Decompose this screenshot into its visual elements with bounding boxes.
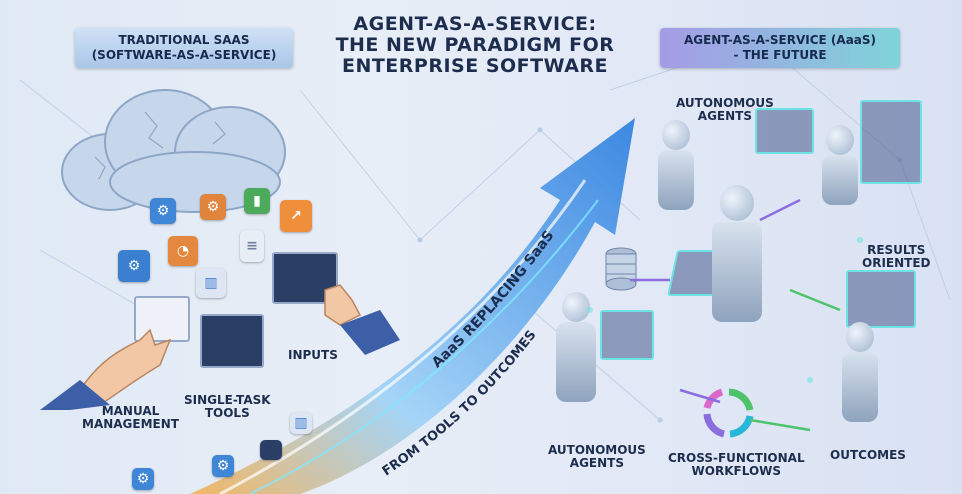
saas-header-line-2: (SOFTWARE-AS-A-SERVICE) (91, 48, 277, 62)
autonomous-agents-bottom-line-2: AGENTS (569, 456, 625, 471)
robot-body-5 (842, 352, 878, 422)
outcomes-label: OUTCOMES (830, 448, 906, 462)
page-title: AGENT-AS-A-SERVICE: THE NEW PARADIGM FOR… (310, 14, 640, 77)
aaas-header-line-1: AGENT-AS-A-SERVICE (AaaS) (683, 33, 877, 47)
hologram-panel-top (755, 108, 814, 154)
hologram-panel-right (846, 270, 916, 328)
cross-functional-workflows-label: CROSS-FUNCTIONAL WORKFLOWS (668, 451, 805, 479)
gear-tile-icon: ⚙ (118, 250, 150, 282)
manual-management-label: MANUAL MANAGEMENT (82, 404, 179, 432)
pie-chart-icon: ◔ (168, 236, 198, 266)
code-screen-left (200, 314, 264, 368)
robot-head-1 (662, 120, 690, 150)
chart-app-icon: ▮ (244, 188, 270, 214)
autonomous-agents-top-line-1: AUTONOMOUS (676, 96, 774, 110)
database-icon (605, 247, 637, 291)
manual-management-line-2: MANAGEMENT (82, 417, 179, 432)
robot-body-2 (822, 155, 858, 205)
autonomous-agents-top-label: AUTONOMOUS AGENTS (676, 96, 774, 124)
settings-app-icon: ⚙ (200, 194, 226, 220)
robot-body-1 (658, 150, 694, 210)
robot-body-4 (556, 322, 596, 402)
single-task-tools-line-2: TOOLS (204, 406, 250, 421)
trend-chart-icon: ↗ (280, 200, 312, 232)
cross-functional-workflows-line-1: CROSS-FUNCTIONAL (668, 451, 805, 465)
robot-head-3 (720, 185, 754, 221)
gear-icon: ⚙ (150, 198, 176, 224)
code-bottom-icon (260, 440, 282, 460)
title-line-1: AGENT-AS-A-SERVICE: (353, 13, 597, 35)
saas-header: TRADITIONAL SAAS (SOFTWARE-AS-A-SERVICE) (75, 28, 293, 68)
gear-bottom-icon-2: ⚙ (212, 455, 234, 477)
dashboard-screen (134, 296, 190, 342)
bar-chart-icon: ▥ (196, 268, 226, 298)
workflow-cycle-icon (703, 388, 754, 438)
hologram-panel-left (600, 310, 654, 360)
title-line-2: THE NEW PARADIGM FOR (335, 33, 615, 56)
aaas-header: AGENT-AS-A-SERVICE (AaaS) - THE FUTURE (660, 28, 900, 68)
autonomous-agents-top-line-2: AGENTS (697, 109, 753, 124)
results-oriented-line-2: ORIENTED (862, 256, 931, 271)
robot-head-2 (826, 125, 854, 155)
cross-functional-workflows-line-2: WORKFLOWS (691, 464, 782, 479)
robot-body-3 (712, 222, 762, 322)
hands-illustration (40, 284, 400, 410)
inputs-label: INPUTS (288, 348, 338, 362)
manual-management-line-1: MANUAL (101, 404, 160, 418)
results-oriented-line-1: RESULTS (867, 243, 926, 257)
autonomous-agents-bottom-label: AUTONOMOUS AGENTS (548, 443, 646, 471)
gear-bottom-icon: ⚙ (132, 468, 154, 490)
cloud-illustration (61, 89, 286, 213)
results-oriented-label: RESULTS ORIENTED (862, 243, 931, 271)
robot-head-4 (562, 292, 590, 322)
autonomous-agents-bottom-line-1: AUTONOMOUS (548, 443, 646, 457)
title-line-3: ENTERPRISE SOFTWARE (341, 54, 609, 77)
robot-head-5 (846, 322, 874, 352)
single-task-tools-label: SINGLE-TASK TOOLS (184, 393, 271, 421)
hologram-panel-top-right (860, 100, 922, 184)
document-icon: ≡ (240, 230, 264, 262)
aaas-header-line-2: - THE FUTURE (733, 48, 827, 62)
flow-arrows (587, 198, 863, 432)
single-task-tools-line-1: SINGLE-TASK (184, 393, 271, 407)
saas-header-line-1: TRADITIONAL SAAS (118, 33, 250, 47)
chart-bottom-icon: ▥ (290, 412, 312, 434)
